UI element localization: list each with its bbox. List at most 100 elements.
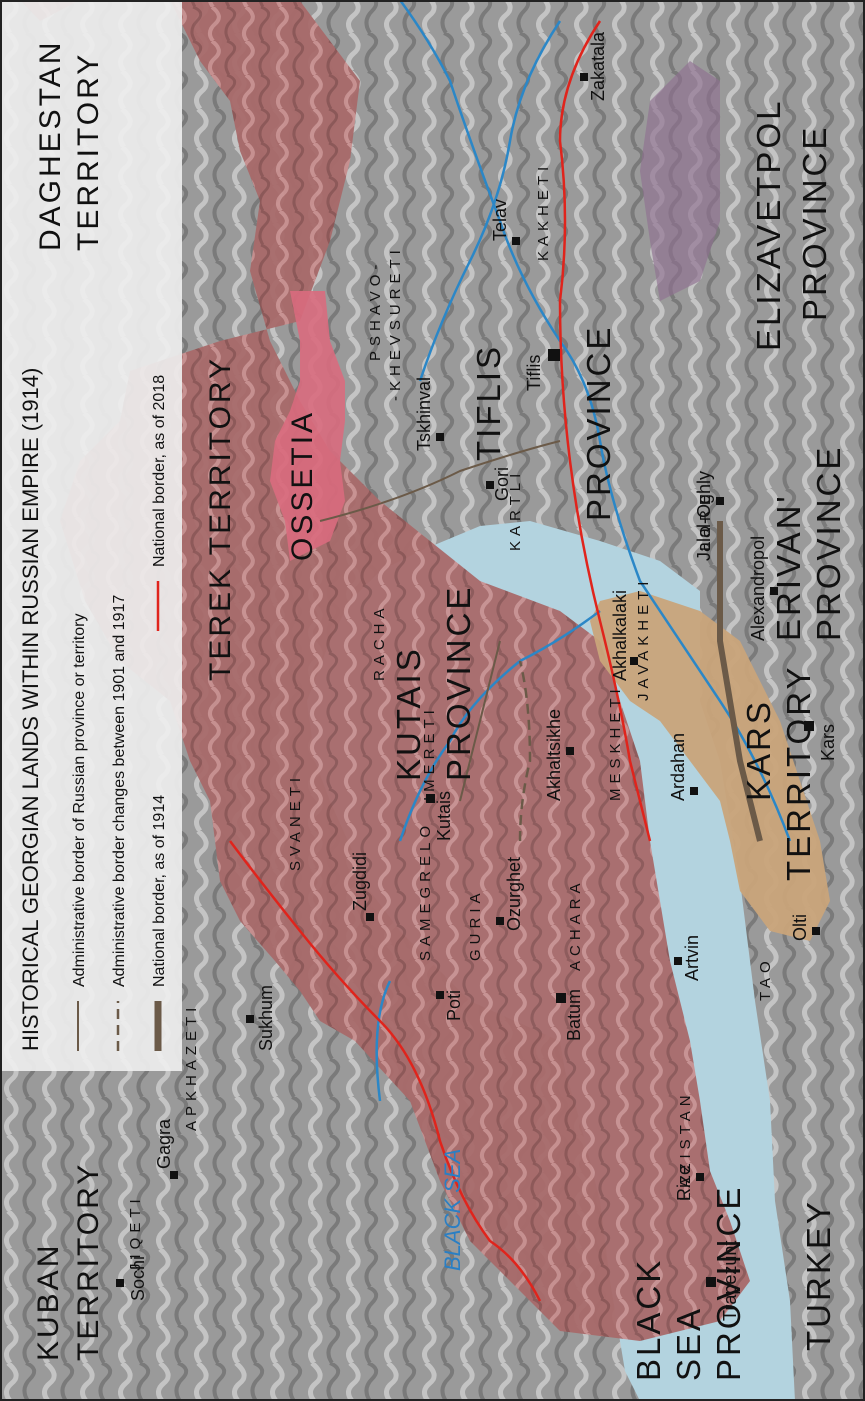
city-jalal-oghly: Jalal-Oghly bbox=[694, 471, 714, 561]
kutais-province-label: PROVINCE bbox=[440, 585, 477, 781]
city-artvin: Artvin bbox=[682, 935, 702, 981]
turkey-label: TURKEY bbox=[800, 1199, 837, 1351]
tiflis-province-label: PROVINCE bbox=[580, 325, 617, 521]
legend-label-1914: National border, as of 1914 bbox=[151, 795, 168, 987]
province-labels: KUBAN TERRITORY TEREK TERRITORY DAGHESTA… bbox=[32, 40, 847, 1381]
map-title: HISTORICAL GEORGIAN LANDS WITHIN RUSSIAN… bbox=[18, 368, 43, 1051]
region-tao: TAO bbox=[757, 956, 774, 1001]
rivers bbox=[375, 0, 792, 1102]
city-gori-marker bbox=[486, 481, 494, 489]
city-artvin-marker bbox=[674, 957, 682, 965]
kutais-label: KUTAIS bbox=[390, 646, 427, 781]
city-poti: Poti bbox=[444, 990, 464, 1021]
georgian-lands bbox=[20, 0, 750, 1341]
city-gagra-marker bbox=[170, 1171, 178, 1179]
admin-border-solid bbox=[319, 440, 561, 802]
city-tskhinval: Tskhinval bbox=[414, 377, 434, 451]
national-border-1914 bbox=[716, 521, 763, 842]
kars-label: KARS bbox=[740, 699, 777, 801]
city-tiflis: Tiflis bbox=[524, 355, 544, 391]
city-zakatala: Zakatala bbox=[588, 31, 608, 101]
region-labels: JIQETI APKHAZETI SVANETI SAMEGRELO RACHA… bbox=[127, 162, 774, 1271]
region-imereti: IMERETI bbox=[421, 705, 438, 801]
region-racha: RACHA bbox=[371, 603, 388, 681]
city-zugdidi: Zugdidi bbox=[350, 852, 370, 911]
city-telav: Telav bbox=[490, 199, 510, 241]
admin-border-dashed bbox=[518, 660, 532, 842]
region-javakheti: JAVAKHETI bbox=[635, 577, 652, 701]
legend-panel: HISTORICAL GEORGIAN LANDS WITHIN RUSSIAN… bbox=[0, 0, 182, 1071]
daghestan-label-2: TERRITORY bbox=[72, 52, 105, 251]
region-apkhazeti: APKHAZETI bbox=[183, 1003, 200, 1131]
city-sochi: Sochi bbox=[128, 1256, 148, 1301]
city-kars: Kars bbox=[818, 724, 838, 761]
rioni-river bbox=[398, 609, 601, 842]
national-border-2018 bbox=[229, 840, 542, 1302]
city-batum: Batum bbox=[564, 989, 584, 1041]
city-sukhum: Sukhum bbox=[256, 985, 276, 1051]
kuban-label-1: KUBAN bbox=[32, 1243, 65, 1361]
tiflis-label: TIFLIS bbox=[470, 344, 507, 461]
region-jiqeti: JIQETI bbox=[127, 1194, 144, 1271]
erivan-label-2: PROVINCE bbox=[810, 445, 847, 641]
region-khevsureti: -KHEVSURETI bbox=[387, 245, 404, 401]
region-svaneti: SVANETI bbox=[287, 773, 304, 871]
legend-label-dashed: Administrative border changes between 19… bbox=[111, 595, 128, 987]
coastal-river bbox=[375, 980, 392, 1102]
kars-territory-label: TERRITORY bbox=[780, 665, 817, 881]
city-olti-marker bbox=[812, 927, 820, 935]
region-kakheti: KAKHETI bbox=[535, 162, 552, 261]
elizavetpol-label-2: PROVINCE bbox=[796, 125, 833, 321]
city-tskhinval-marker bbox=[436, 433, 444, 441]
city-rize-marker bbox=[696, 1173, 704, 1181]
city-rize: Rize bbox=[674, 1165, 694, 1201]
region-kartli: KARTLI bbox=[507, 469, 524, 551]
city-akhalkalaki: Akhalkalaki bbox=[610, 590, 630, 681]
city-telav-marker bbox=[512, 237, 520, 245]
city-kutais: Kutais bbox=[434, 791, 454, 841]
city-ardahan: Ardahan bbox=[668, 733, 688, 801]
city-akhaltsikhe: Akhaltsikhe bbox=[544, 709, 564, 801]
region-guria: GURIA bbox=[467, 888, 484, 961]
alazani-river bbox=[418, 20, 562, 382]
city-sukhum-marker bbox=[246, 1015, 254, 1023]
city-sochi-marker bbox=[116, 1279, 124, 1287]
elizavetpol-label-1: ELIZAVETPOL bbox=[750, 99, 787, 351]
kars-territory bbox=[590, 591, 830, 941]
black-sea-province-3: PROVINCE bbox=[710, 1185, 747, 1381]
city-ozurghet: Ozurghet bbox=[504, 857, 524, 931]
city-olti: Olti bbox=[790, 914, 810, 941]
black-sea-label: BLACK SEA bbox=[440, 1149, 465, 1271]
city-trapezunt: Trapezunt bbox=[720, 1241, 740, 1321]
region-achara: ACHARA bbox=[567, 878, 584, 971]
city-zakatala-marker bbox=[580, 73, 588, 81]
daghestan-label-1: DAGHESTAN bbox=[34, 40, 67, 251]
region-samegrelo: SAMEGRELO bbox=[417, 821, 434, 961]
city-akhalkalaki-marker bbox=[630, 657, 638, 665]
black-sea-province-1: BLACK bbox=[630, 1258, 667, 1381]
region-pshavo: PSHAVO- bbox=[367, 260, 384, 361]
city-batum-marker bbox=[556, 993, 566, 1003]
city-jalal-oghly-marker bbox=[716, 497, 724, 505]
legend-label-2018: National border, as of 2018 bbox=[151, 375, 168, 567]
national-border-2018-south bbox=[558, 20, 652, 842]
ossetia-label: OSSETIA bbox=[286, 410, 319, 561]
city-tiflis-marker bbox=[548, 349, 560, 361]
city-alexandropol-marker bbox=[770, 587, 778, 595]
mtkvari-river bbox=[398, 0, 792, 842]
legend-background bbox=[0, 0, 182, 1071]
region-lore: LORE bbox=[697, 490, 714, 551]
legend-label-admin: Administrative border of Russian provinc… bbox=[71, 614, 88, 987]
erivan-label-1: ERIVAN' bbox=[770, 493, 807, 641]
city-poti-marker bbox=[436, 991, 444, 999]
kuban-label-2: TERRITORY bbox=[72, 1162, 105, 1361]
terek-label: TEREK TERRITORY bbox=[204, 356, 237, 681]
city-alexandropol: Alexandropol bbox=[748, 536, 768, 641]
city-kutais-marker bbox=[426, 794, 435, 803]
cities: Sochi Gagra Sukhum Zugdidi Poti Kutais O… bbox=[116, 31, 838, 1321]
city-akhaltsikhe-marker bbox=[566, 747, 574, 755]
